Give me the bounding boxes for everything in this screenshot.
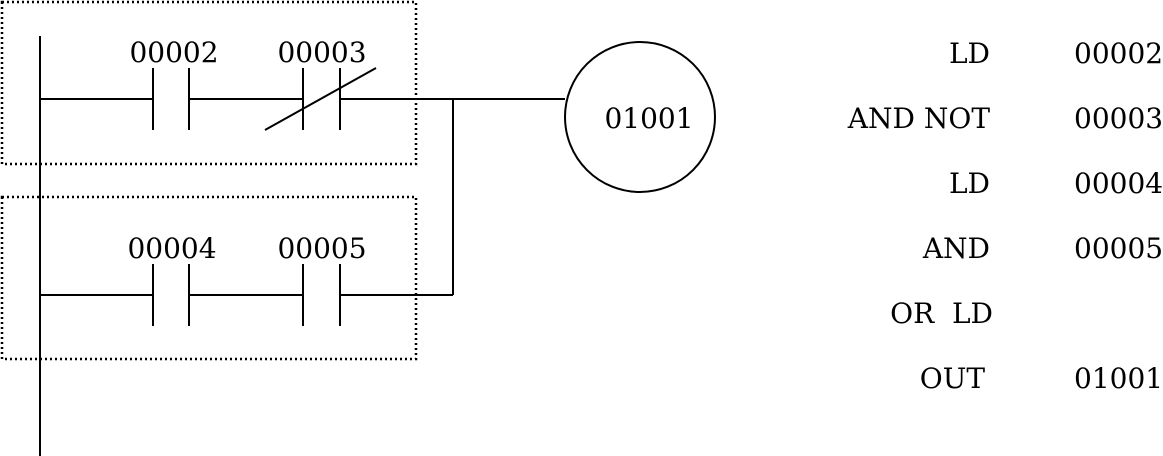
block-box-2 <box>0 195 418 361</box>
instruction-operand: 00003 <box>1074 102 1163 135</box>
contact-label-00005: 00005 <box>277 232 366 265</box>
instruction-operand: 00005 <box>1074 232 1163 265</box>
coil-label: 01001 <box>604 102 693 135</box>
contact-label-00003: 00003 <box>277 36 366 69</box>
instruction-op: AND NOT <box>847 102 991 135</box>
instruction-operand: 01001 <box>1074 362 1163 395</box>
instruction-op: OUT <box>920 362 986 395</box>
contact-00003-nc-slash <box>264 67 377 131</box>
instruction-op: LD <box>949 167 990 200</box>
block-box-1 <box>0 0 418 166</box>
instruction-op: OR LD <box>890 297 993 330</box>
instruction-op: AND <box>922 232 990 265</box>
instruction-list: LD 00002 AND NOT 00003 LD 00004 AND 0000… <box>847 37 1163 395</box>
instruction-operand: 00004 <box>1074 167 1163 200</box>
contact-label-00002: 00002 <box>129 36 218 69</box>
rung-1 <box>40 67 565 131</box>
output-coil <box>564 41 716 193</box>
instruction-op: LD <box>949 37 990 70</box>
contact-label-00004: 00004 <box>127 232 216 265</box>
rung-2 <box>40 99 454 326</box>
instruction-operand: 00002 <box>1074 37 1163 70</box>
